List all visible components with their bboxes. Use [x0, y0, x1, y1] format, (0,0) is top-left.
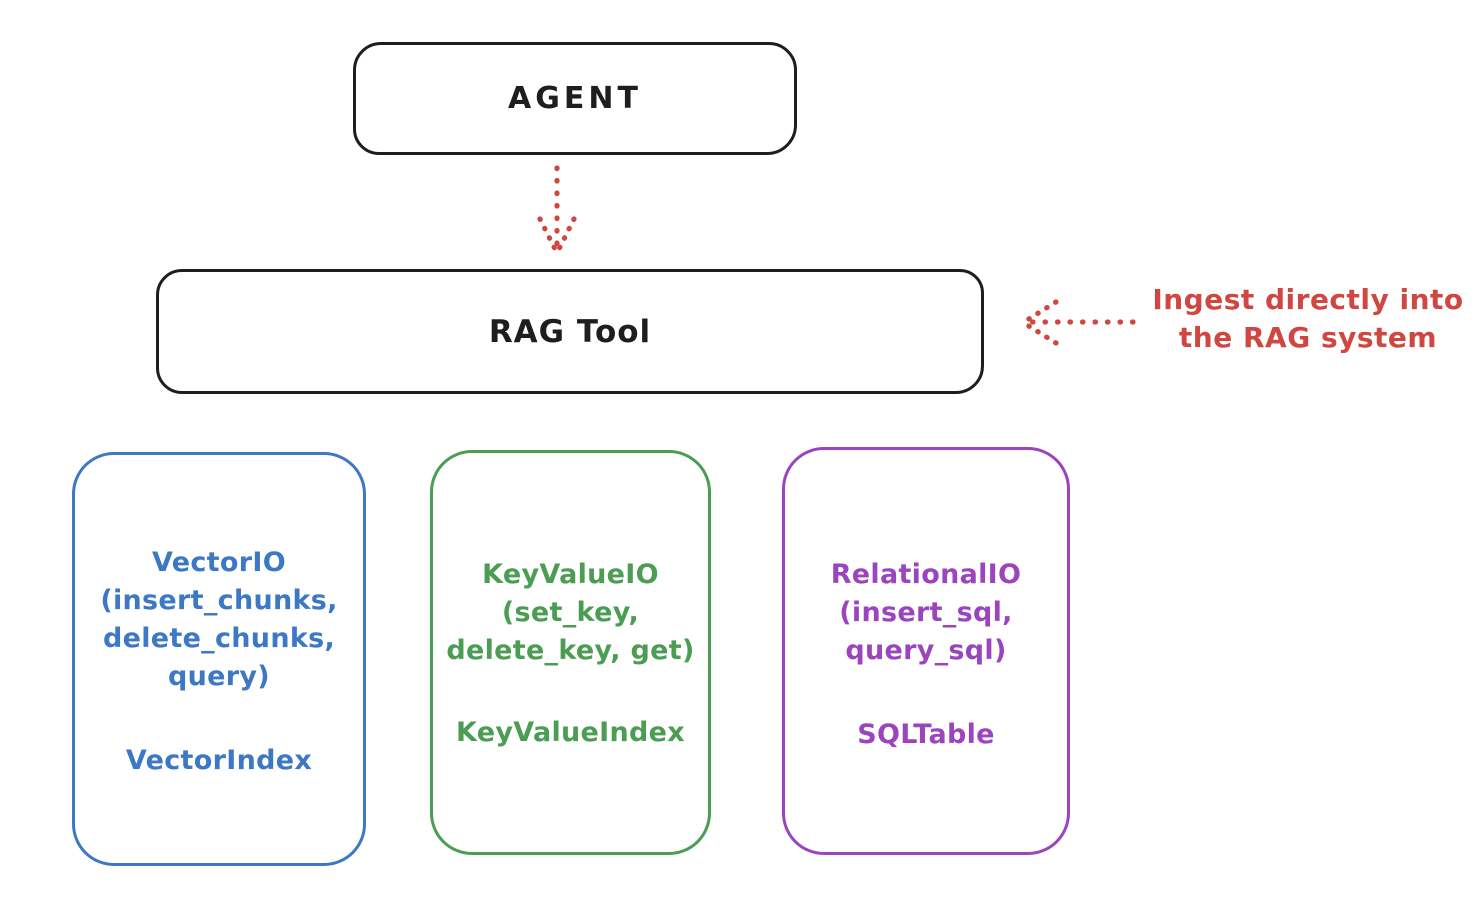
keyvalue-io-card: KeyValueIO (set_key, delete_key, get) Ke… — [430, 450, 711, 855]
relational-io-method-line: query_sql) — [845, 635, 1007, 666]
keyvalue-io-index-label: KeyValueIndex — [455, 717, 685, 748]
ingest-annotation: Ingest directly into the RAG system — [1138, 281, 1478, 357]
keyvalue-io-method-line: delete_key, get) — [446, 635, 695, 666]
vector-io-card-title: VectorIO — [152, 547, 286, 578]
agent-node: AGENT — [353, 42, 797, 155]
rag-tool-node-label: RAG Tool — [488, 313, 652, 350]
ingest-annotation-line1: Ingest directly into — [1152, 283, 1464, 316]
relational-io-method-line: (insert_sql, — [839, 597, 1013, 628]
ingest-annotation-line2: the RAG system — [1178, 321, 1438, 354]
vector-io-method-line: delete_chunks, — [102, 623, 336, 654]
keyvalue-io-card-title: KeyValueIO — [482, 559, 659, 590]
relational-io-card: RelationalIO (insert_sql, query_sql) SQL… — [782, 447, 1070, 855]
relational-io-index-label: SQLTable — [857, 719, 995, 750]
relational-io-card-title: RelationalIO — [830, 559, 1022, 590]
agent-to-rag-arrow-icon — [537, 165, 577, 254]
vector-io-index-label: VectorIndex — [125, 745, 313, 776]
vector-io-card: VectorIO (insert_chunks, delete_chunks, … — [72, 452, 366, 866]
rag-tool-node: RAG Tool — [156, 269, 984, 394]
agent-node-label: AGENT — [508, 81, 642, 116]
ingest-arrow-icon — [1021, 299, 1136, 346]
keyvalue-io-method-line: (set_key, — [501, 597, 640, 628]
vector-io-method-line: (insert_chunks, — [100, 585, 338, 616]
vector-io-method-line: query) — [168, 661, 270, 692]
